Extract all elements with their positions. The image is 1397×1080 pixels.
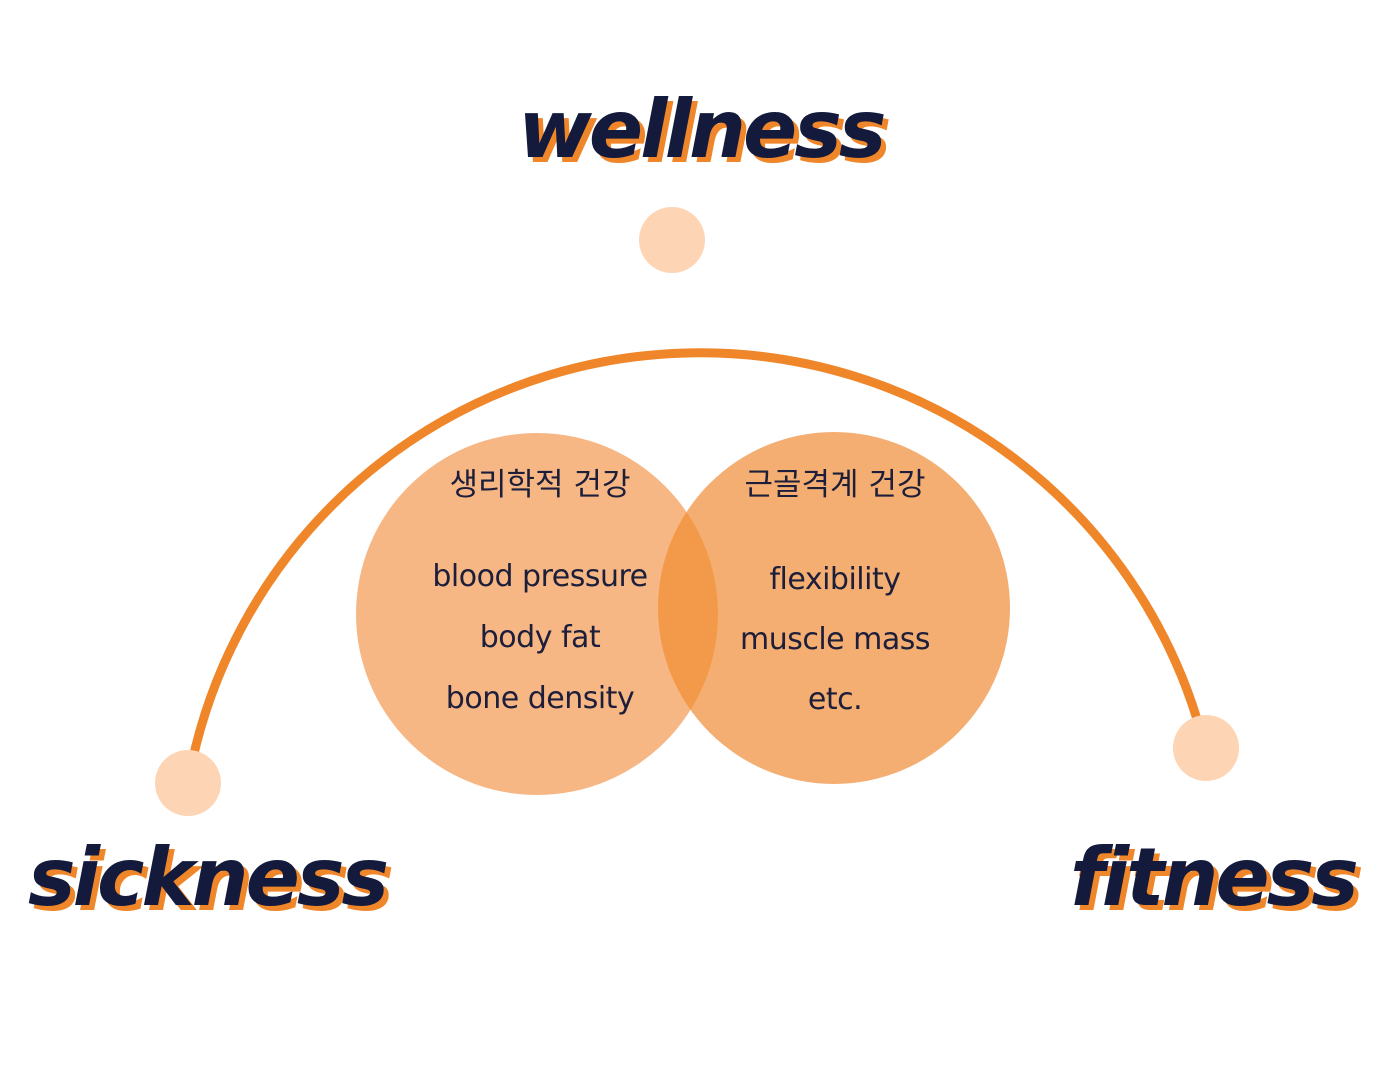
sickness-label: sickness <box>28 831 389 924</box>
sickness-node <box>155 750 221 816</box>
wellness-label: wellness <box>518 83 886 176</box>
fitness-label: fitness <box>1070 831 1359 924</box>
list-item: flexibility <box>769 562 901 597</box>
list-item: body fat <box>479 620 601 655</box>
venn-circle-left <box>356 433 718 795</box>
musculoskeletal-health-title: 근골격계 건강 <box>744 467 926 503</box>
fitness-node <box>1173 715 1239 781</box>
wellness-node <box>639 207 705 273</box>
physiological-health-list: blood pressure body fat bone density <box>385 546 695 729</box>
list-item: blood pressure <box>432 559 648 594</box>
spectrum-arc <box>183 348 1210 788</box>
list-item: muscle mass <box>739 622 931 657</box>
list-item: bone density <box>445 681 635 716</box>
musculoskeletal-health-list: flexibility muscle mass etc. <box>685 550 985 730</box>
list-item: etc. <box>807 682 863 717</box>
physiological-health-title: 생리학적 건강 <box>449 467 631 503</box>
venn-circle-right <box>658 432 1010 784</box>
